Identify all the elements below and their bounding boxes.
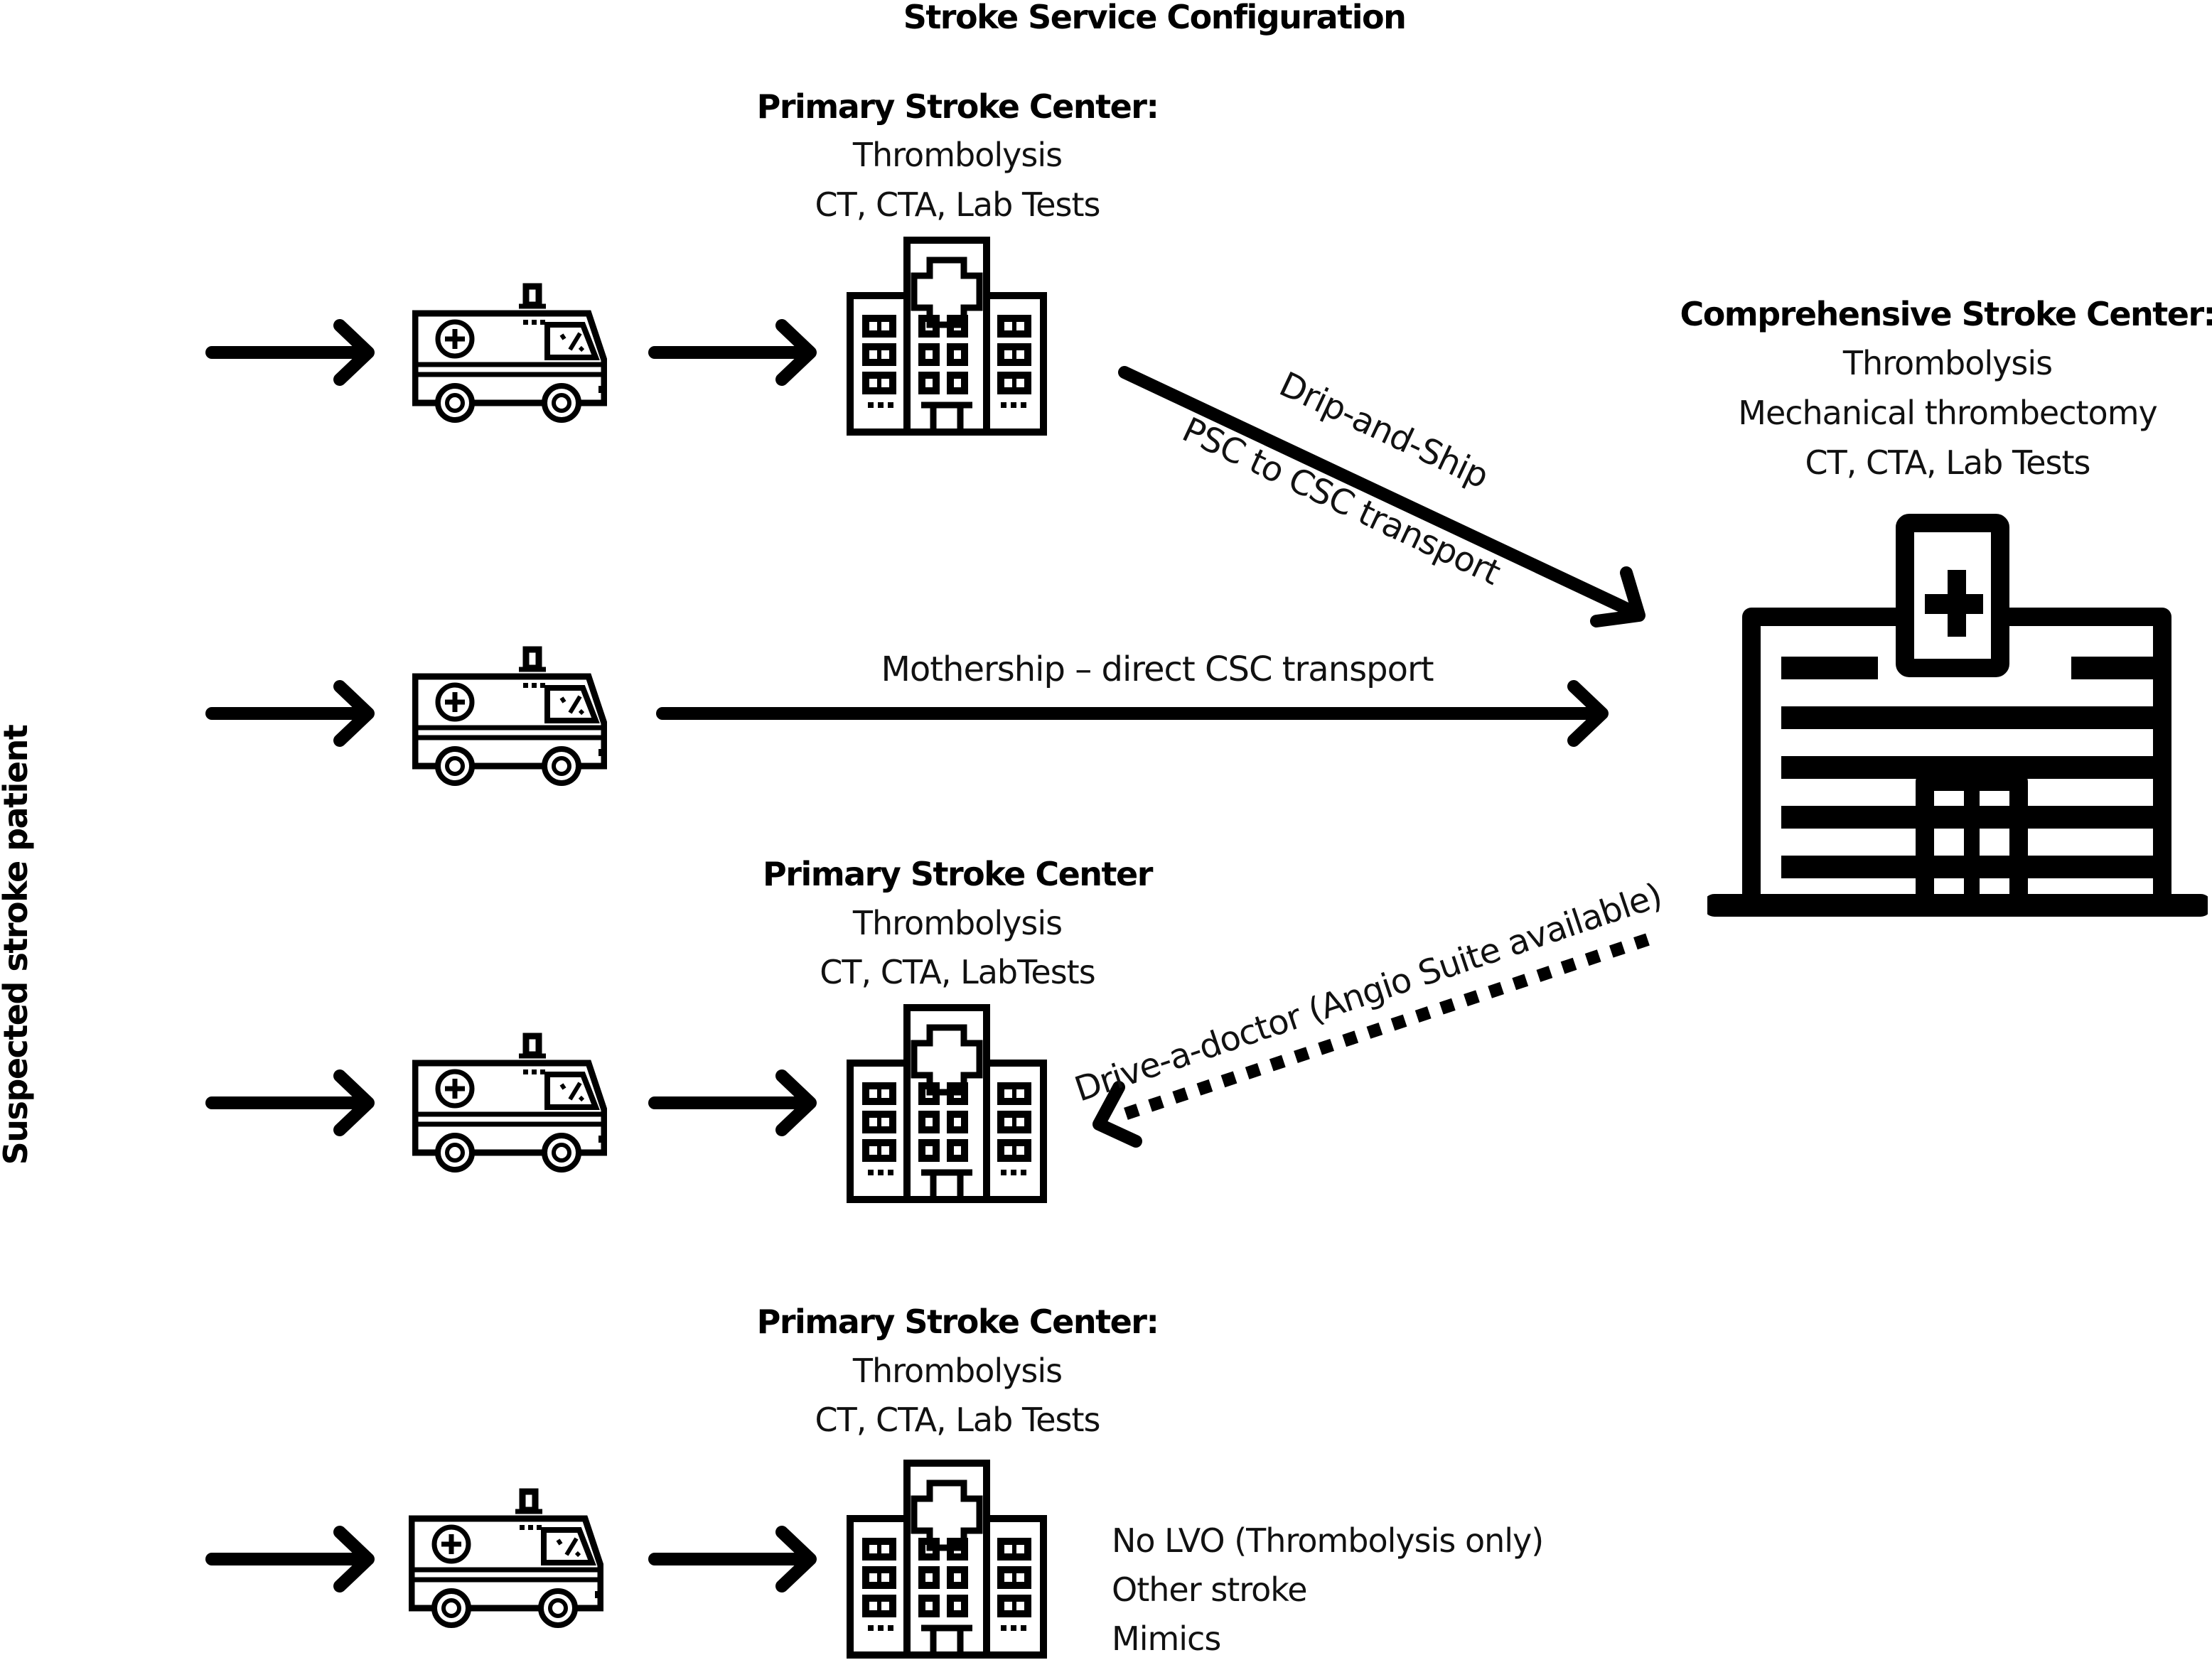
csc-line-2: Mechanical thrombectomy [1738,394,2157,432]
right-arrow-icon [648,1069,817,1136]
psc-1-line-1: Thrombolysis [852,136,1062,174]
row-2: Mothership – direct CSC transport [205,650,1609,783]
hospital-building-icon [850,1463,1043,1655]
right-arrow-icon [648,319,817,386]
csc-line-3: CT, CTA, Lab Tests [1805,443,2090,482]
right-arrow-icon [205,319,375,386]
ambulance-icon [415,286,604,420]
mothership-arrow [656,680,1609,747]
drive-a-doctor-label: Drive-a-doctor (Angio Suite available) [1070,875,1667,1110]
row-3: Primary Stroke Center Thrombolysis CT, C… [205,855,1154,1200]
psc-4-line-1: Thrombolysis [852,1352,1062,1390]
outcome-item: Other stroke [1112,1570,1307,1609]
psc-3-label: Primary Stroke Center Thrombolysis CT, C… [763,855,1154,991]
psc-3-line-1: Thrombolysis [852,904,1062,942]
outcome-item: Mimics [1112,1619,1220,1658]
psc-3-line-2: CT, CTA, LabTests [820,953,1095,991]
right-arrow-icon [648,1526,817,1592]
csc-title: Comprehensive Stroke Center: [1680,295,2212,333]
row-4: Primary Stroke Center: Thrombolysis CT, … [205,1303,1544,1658]
drip-and-ship-sublabel: PSC to CSC transport [1176,410,1506,593]
diagram-title: Stroke Service Configuration [903,0,1406,36]
csc-line-1: Thrombolysis [1842,344,2052,382]
outcomes-list: No LVO (Thrombolysis only) Other stroke … [1112,1521,1544,1658]
psc-1-title: Primary Stroke Center: [757,87,1159,126]
right-arrow-icon [205,680,375,747]
drive-a-doctor-arrow [1092,933,1650,1148]
psc-1-line-2: CT, CTA, Lab Tests [815,185,1100,224]
psc-1-label: Primary Stroke Center: Thrombolysis CT, … [757,87,1159,224]
y-axis-label: Suspected stroke patient [0,725,35,1165]
psc-4-title: Primary Stroke Center: [757,1303,1159,1341]
psc-4-line-2: CT, CTA, Lab Tests [815,1401,1100,1439]
hospital-building-icon [850,1008,1043,1200]
row-1: Primary Stroke Center: Thrombolysis CT, … [205,87,1159,432]
psc-4-label: Primary Stroke Center: Thrombolysis CT, … [757,1303,1159,1439]
hospital-building-icon [850,240,1043,432]
ambulance-icon [415,650,604,783]
ambulance-icon [415,1036,604,1170]
right-arrow-icon [205,1526,375,1592]
csc-block: Comprehensive Stroke Center: Thrombolysi… [1680,295,2212,905]
ambulance-icon [412,1492,601,1625]
right-arrow-icon [205,1069,375,1136]
outcome-item: No LVO (Thrombolysis only) [1112,1521,1543,1560]
large-hospital-icon [1714,523,2201,905]
mothership-label: Mothership – direct CSC transport [881,650,1433,689]
drip-and-ship-arrow [1118,366,1645,627]
psc-3-title: Primary Stroke Center [763,855,1154,893]
